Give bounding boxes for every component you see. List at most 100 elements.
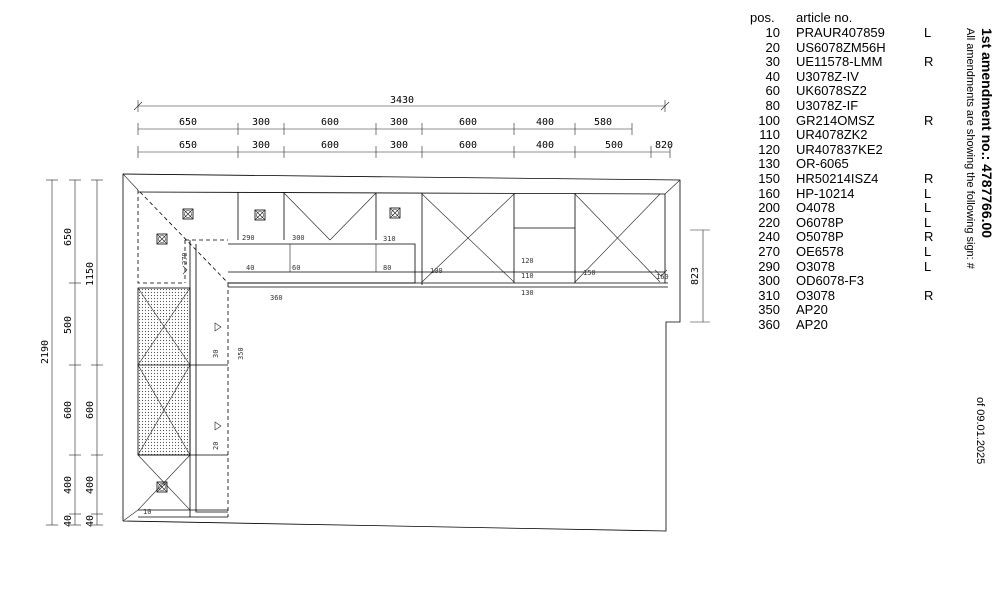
dim-lo-0: 650 [63, 228, 74, 246]
article-side: L [924, 214, 932, 230]
label-120: 120 [521, 257, 534, 265]
dim-r1-2: 600 [321, 117, 339, 128]
dim-r1-1: 300 [252, 117, 270, 128]
article-row: 200 O4078 L [752, 201, 952, 216]
door-marker-3 [182, 265, 188, 275]
article-article: OR-6065 [796, 156, 849, 172]
dimension-row-2: 650 300 600 300 600 400 500 820 [137, 140, 673, 158]
article-pos: 240 [758, 229, 780, 245]
dim-r1-4: 600 [459, 117, 477, 128]
article-side: R [924, 287, 934, 303]
article-article: UR4078ZK2 [796, 127, 868, 143]
dim-r1-3: 300 [390, 117, 408, 128]
article-article: US6078ZM56H [796, 39, 886, 55]
dim-top-total: 3430 [390, 95, 414, 106]
dim-left-total: 2190 [40, 340, 51, 364]
article-article: AP20 [796, 316, 828, 332]
article-article: OE6578 [796, 243, 844, 259]
article-row: 80 U3078Z-IF [752, 97, 952, 114]
article-side: L [924, 200, 932, 216]
article-article: PRAUR407859 [796, 25, 885, 40]
dimension-top-total: 3430 [133, 95, 670, 112]
label-30: 30 [212, 350, 220, 358]
label-150: 150 [583, 269, 596, 277]
article-article: UK6078SZ2 [796, 83, 867, 99]
label-80: 80 [383, 264, 391, 272]
label-60: 60 [292, 264, 300, 272]
label-130: 130 [521, 289, 534, 297]
article-row: 60 UK6078SZ2 [752, 84, 952, 99]
article-pos: 290 [758, 258, 780, 274]
hob-symbol-4 [156, 233, 168, 245]
dim-li-2: 400 [85, 476, 96, 494]
article-row: 120 UR407837KE2 [752, 141, 952, 158]
article-article: HP-10214 [796, 185, 855, 201]
article-pos: 350 [758, 302, 780, 318]
article-article: HR50214ISZ4 [796, 170, 879, 186]
article-side: L [924, 243, 932, 259]
article-article: OD6078-F3 [796, 273, 864, 289]
label-110: 110 [521, 272, 534, 280]
article-row: 110 UR4078ZK2 [752, 128, 952, 143]
dimension-right: 823 [690, 229, 710, 323]
article-article: O3078 [796, 287, 836, 303]
article-pos: 130 [758, 156, 780, 172]
article-header: article no. [796, 10, 853, 25]
dim-lo-4: 40 [63, 515, 74, 527]
dim-r2-2: 600 [321, 140, 339, 151]
room-outline [122, 173, 681, 532]
article-row: 20 US6078ZM56H [752, 39, 952, 56]
article-pos: 310 [758, 287, 780, 303]
dim-r2-6: 500 [605, 140, 623, 151]
article-side: L [924, 185, 932, 201]
label-20: 20 [212, 442, 220, 450]
left-column-cabinets [137, 240, 228, 518]
hob-symbol-5 [156, 481, 168, 493]
dimension-left-inner: 1150 600 400 40 [85, 179, 103, 527]
article-article: O4078 [796, 200, 836, 216]
dimension-left-outer: 650 500 600 400 40 [63, 179, 81, 527]
article-pos: 120 [758, 141, 780, 157]
article-pos: 80 [765, 97, 780, 113]
hob-symbol-2 [254, 209, 266, 221]
article-row: 310 O3078 R [752, 287, 952, 304]
label-270: 270 [181, 252, 189, 265]
article-pos: 110 [759, 127, 780, 143]
article-row: 130 OR-6065 [752, 157, 952, 172]
dim-li-1: 600 [85, 401, 96, 419]
amendment-date: of 09.01.2025 [974, 397, 986, 465]
article-side: L [924, 25, 932, 40]
article-article: UR407837KE2 [796, 141, 883, 157]
article-side: R [924, 229, 934, 245]
article-pos: 20 [765, 39, 780, 55]
label-10: 10 [143, 508, 151, 516]
dim-lo-3: 400 [63, 476, 74, 494]
dim-li-0: 1150 [85, 262, 96, 286]
amendment-title: 1st amendment no.: 4787766.00 [979, 28, 995, 239]
dim-r1-5: 400 [536, 117, 554, 128]
article-article: U3078Z-IF [796, 97, 859, 113]
dim-li-3: 40 [85, 515, 96, 527]
dim-right: 823 [690, 267, 701, 285]
dim-r2-1: 300 [252, 140, 270, 151]
dim-r2-4: 600 [459, 140, 477, 151]
pos-header: pos. [750, 10, 775, 25]
dim-r2-0: 650 [179, 140, 197, 151]
article-pos: 60 [765, 83, 780, 99]
article-article: UE11578-LMM [796, 54, 883, 70]
dim-r2-3: 300 [390, 140, 408, 151]
dim-lo-2: 600 [63, 401, 74, 419]
article-pos: 200 [758, 200, 780, 216]
